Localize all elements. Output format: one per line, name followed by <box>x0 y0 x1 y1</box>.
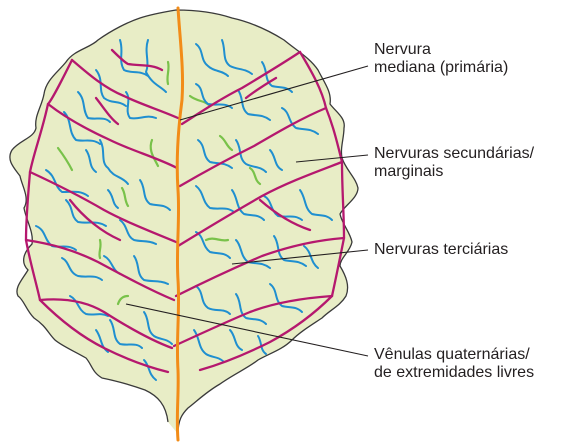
label-quaternary-line1: Vênulas quaternárias/ <box>374 346 534 364</box>
label-secondary-line2: marginais <box>374 163 534 181</box>
label-secondary-line1: Nervuras secundárias/ <box>374 145 534 163</box>
leaf-blade <box>10 10 358 434</box>
label-midrib: Nervura mediana (primária) <box>374 41 508 77</box>
label-tertiary-line1: Nervuras terciárias <box>374 241 508 259</box>
label-midrib-line1: Nervura <box>374 41 508 59</box>
label-quaternary: Vênulas quaternárias/ de extremidades li… <box>374 346 534 382</box>
label-tertiary: Nervuras terciárias <box>374 241 508 259</box>
label-midrib-line2: mediana (primária) <box>374 59 508 77</box>
label-secondary: Nervuras secundárias/ marginais <box>374 145 534 181</box>
label-quaternary-line2: de extremidades livres <box>374 364 534 382</box>
